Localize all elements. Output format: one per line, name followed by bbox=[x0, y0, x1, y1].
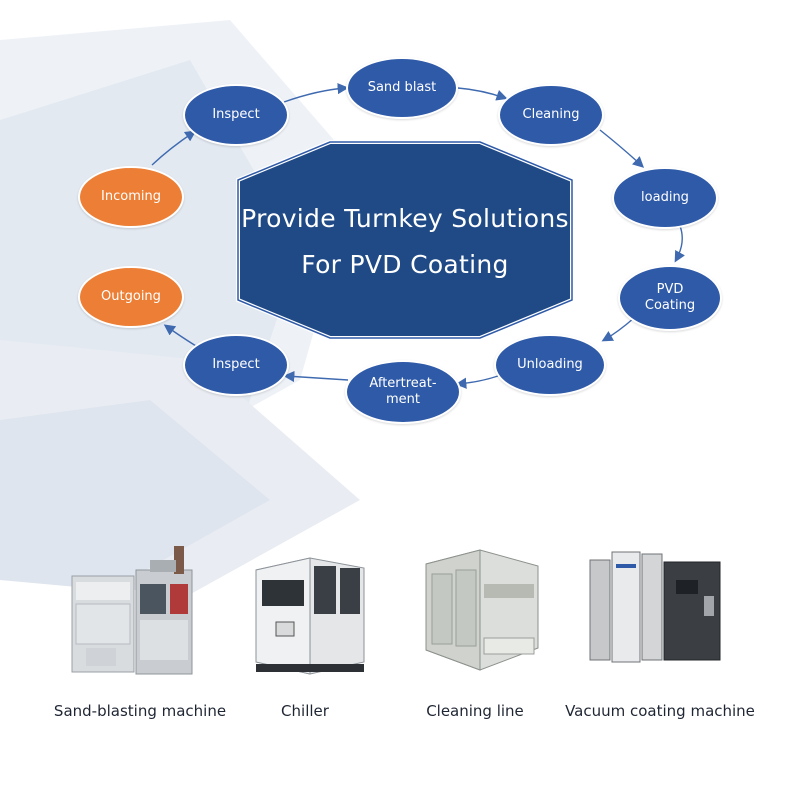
caption-chiller: Chiller bbox=[281, 702, 329, 720]
sand-blasting-machine-image bbox=[71, 546, 193, 675]
node-cleaning: Cleaning bbox=[498, 84, 604, 146]
node-aftertreatment: Aftertreat- ment bbox=[345, 360, 461, 424]
caption-vacuum-coating: Vacuum coating machine bbox=[565, 702, 755, 720]
vacuum-coating-machine-image bbox=[589, 551, 721, 663]
arrow-cleaning-loading bbox=[599, 129, 645, 168]
arrow-aftertreat-inspect bbox=[283, 370, 349, 383]
cleaning-line-image bbox=[425, 549, 539, 671]
caption-sand-blasting: Sand-blasting machine bbox=[53, 702, 227, 720]
arrow-incoming-inspect bbox=[151, 130, 197, 166]
arrow-inspect-sandblast bbox=[283, 83, 349, 103]
arrow-unloading-aftertreat bbox=[455, 375, 499, 389]
node-sand-blast: Sand blast bbox=[346, 57, 458, 119]
arrow-sandblast-cleaning bbox=[457, 87, 508, 101]
node-pvd-coating: PVD Coating bbox=[618, 265, 722, 331]
node-unloading: Unloading bbox=[494, 334, 606, 396]
caption-cleaning-line: Cleaning line bbox=[426, 702, 524, 720]
arrow-pvd-unloading bbox=[601, 317, 635, 342]
node-inspect-incoming: Inspect bbox=[183, 84, 289, 146]
arrow-inspect-outgoing bbox=[163, 324, 197, 347]
node-loading: loading bbox=[612, 167, 718, 229]
center-title-line1: Provide Turnkey Solutions bbox=[241, 204, 569, 233]
chiller-image bbox=[255, 557, 365, 675]
node-inspect-final: Inspect bbox=[183, 334, 289, 396]
center-title: Provide Turnkey Solutions For PVD Coatin… bbox=[230, 196, 580, 288]
center-title-line2: For PVD Coating bbox=[301, 250, 509, 279]
node-incoming: Incoming bbox=[78, 166, 184, 228]
node-outgoing: Outgoing bbox=[78, 266, 184, 328]
arrow-loading-pvd bbox=[674, 225, 685, 263]
